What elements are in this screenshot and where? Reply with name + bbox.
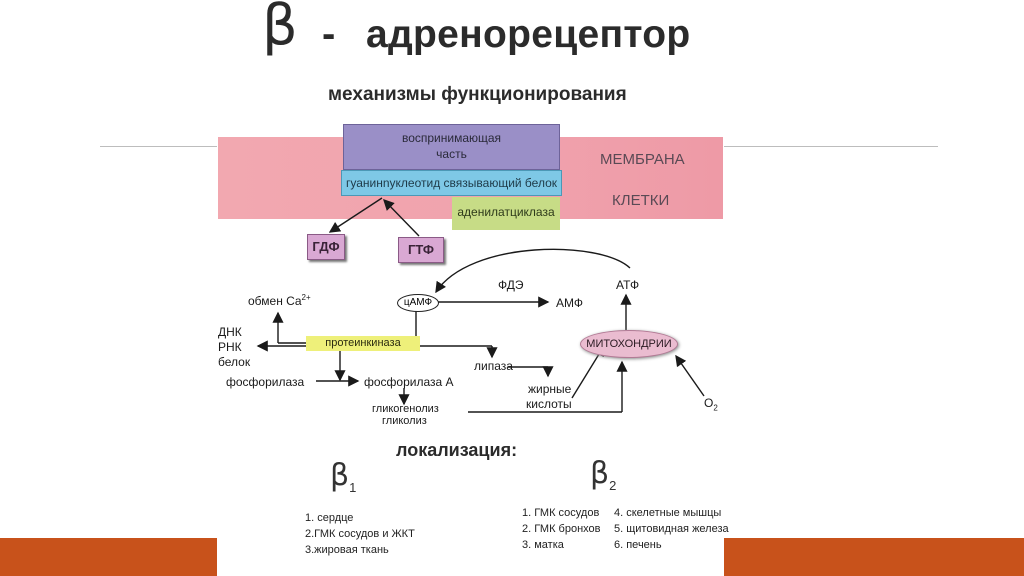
camp-node: цАМФ <box>397 294 439 312</box>
list-item: 2.ГМК сосудов и ЖКТ <box>305 528 415 540</box>
list-item: 4. скелетные мышцы <box>614 507 722 519</box>
footer-bar-right <box>724 538 1024 576</box>
rna-label: РНК <box>218 340 242 354</box>
membrane-label: МЕМБРАНА <box>600 151 685 168</box>
gtp-box: ГТФ <box>398 237 444 263</box>
page-subtitle: механизмы функционирования <box>328 84 627 105</box>
list-item: 3.жировая ткань <box>305 544 389 556</box>
localization-title: локализация: <box>396 440 518 460</box>
adenylate-cyclase-box: аденилатциклаза <box>452 197 560 230</box>
receptor-label-2: часть <box>436 147 467 161</box>
arrow-to-gdp <box>328 197 383 233</box>
oxygen-label: O2 <box>704 396 718 413</box>
gdp-box: ГДФ <box>307 234 345 260</box>
arrow-from-gtp <box>383 198 420 237</box>
pde-label: ФДЭ <box>498 278 524 292</box>
g-protein-box: гуанинnуклеотид связывающий белок <box>341 170 562 196</box>
mitochondria-node: МИТОХОНДРИИ <box>580 330 678 358</box>
title-beta-symbol: β <box>262 0 298 58</box>
amp-label: АМФ <box>556 296 583 310</box>
beta1-list: 1. сердце 2.ГМК сосудов и ЖКТ 3.жировая … <box>305 510 415 558</box>
beta2-heading: β2 <box>590 456 617 493</box>
beta2-list-col2: 4. скелетные мышцы 5. щитовидная железа … <box>614 505 729 553</box>
list-item: 1. сердце <box>305 512 354 524</box>
lipase-label: липаза <box>474 359 513 373</box>
list-item: 6. печень <box>614 539 662 551</box>
arrow-o2-to-mito <box>675 354 705 397</box>
atp-label: АТФ <box>616 278 640 292</box>
arrow-atp-to-camp <box>435 248 631 294</box>
receptor-box: воспринимающая часть <box>343 124 560 170</box>
oxygen-subscript: 2 <box>713 403 718 413</box>
ca-exchange-label: обмен Ca2+ <box>248 293 311 308</box>
beta2-list-col1: 1. ГМК сосудов 2. ГМК бронхов 3. матка <box>522 505 601 553</box>
protein-kinase-box: протеинкиназа <box>306 336 420 351</box>
footer-bar-left <box>0 538 218 576</box>
list-item: 2. ГМК бронхов <box>522 523 601 535</box>
title-dash: - <box>322 12 336 56</box>
receptor-label-1: воспринимающая <box>401 131 502 145</box>
page-title: адренорецептор <box>366 13 691 56</box>
ca-superscript: 2+ <box>301 293 311 302</box>
slide-divider-left <box>100 146 218 147</box>
phosphorylase-label: фосфорилаза <box>226 375 305 389</box>
list-item: 1. ГМК сосудов <box>522 507 600 519</box>
beta1-heading: β1 <box>330 458 357 495</box>
fatty-acids-label-1: жирные <box>528 382 572 396</box>
glycolysis-label: гликолиз <box>382 415 427 427</box>
beta1-subscript: 1 <box>349 480 357 495</box>
membrane-label-cell: КЛЕТКИ <box>612 192 670 209</box>
list-item: 3. матка <box>522 539 564 551</box>
protein-label: белок <box>218 355 251 369</box>
slide-divider-right <box>724 146 938 147</box>
dna-label: ДНК <box>218 325 242 339</box>
fatty-acids-label-2: кислоты <box>526 397 572 411</box>
list-item: 5. щитовидная железа <box>614 523 729 535</box>
glycogenolysis-label: гликогенолиз <box>372 403 439 415</box>
beta2-subscript: 2 <box>609 478 617 493</box>
content-panel <box>217 0 724 576</box>
phosphorylase-a-label: фосфорилаза А <box>364 375 454 389</box>
